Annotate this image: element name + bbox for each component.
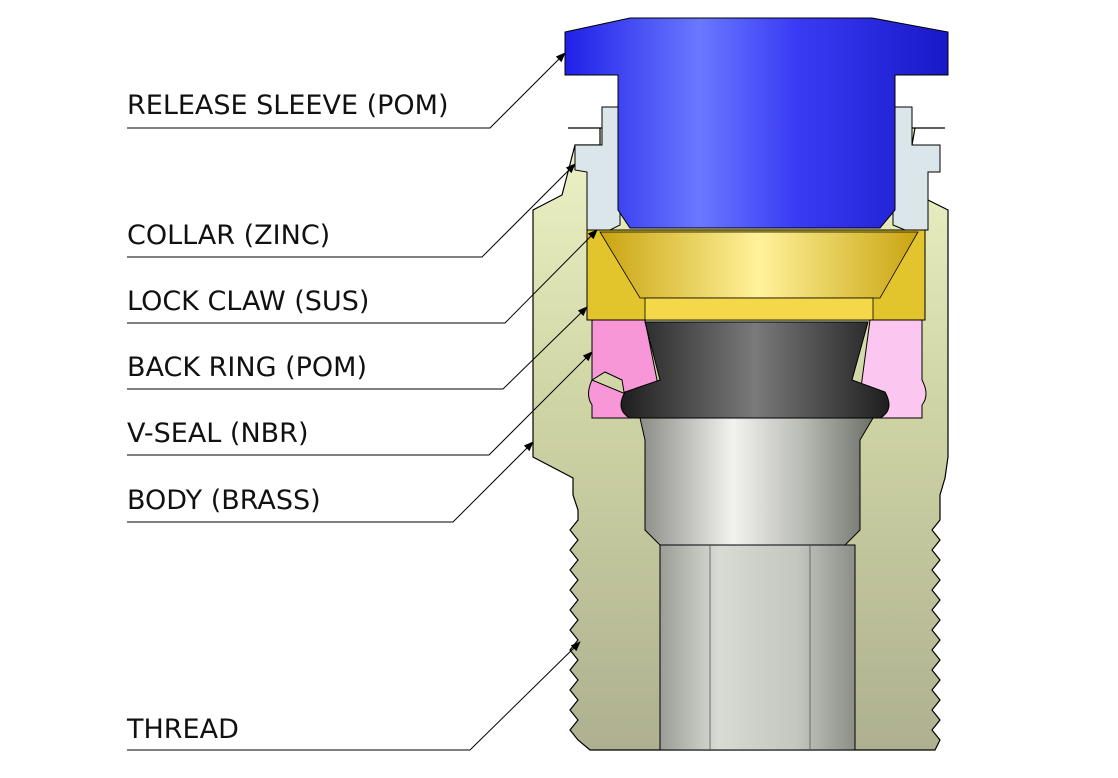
leader-lock-claw <box>127 229 598 324</box>
v-seal-part <box>620 321 890 419</box>
leader-v-seal <box>127 351 593 456</box>
leader-back-ring <box>127 306 588 390</box>
label-collar: COLLAR (ZINC) <box>127 220 331 251</box>
inner-sleeve-part <box>639 417 874 546</box>
leader-thread <box>127 641 581 751</box>
label-v-seal: V-SEAL (NBR) <box>127 418 309 449</box>
lock-claw-ring <box>644 297 874 321</box>
leader-lines <box>127 52 598 751</box>
leader-release-sleeve <box>127 52 566 129</box>
label-release-sleeve: RELEASE SLEEVE (POM) <box>127 90 449 121</box>
bore-part <box>659 544 856 751</box>
label-body: BODY (BRASS) <box>127 485 321 516</box>
release-sleeve-part <box>564 17 949 229</box>
leader-collar <box>127 163 576 258</box>
leader-body <box>127 441 534 523</box>
collar-part-right <box>892 106 941 231</box>
label-back-ring: BACK RING (POM) <box>127 352 367 383</box>
label-thread: THREAD <box>127 714 239 745</box>
lock-claw-inner <box>599 231 919 299</box>
label-lock-claw: LOCK CLAW (SUS) <box>127 286 370 317</box>
